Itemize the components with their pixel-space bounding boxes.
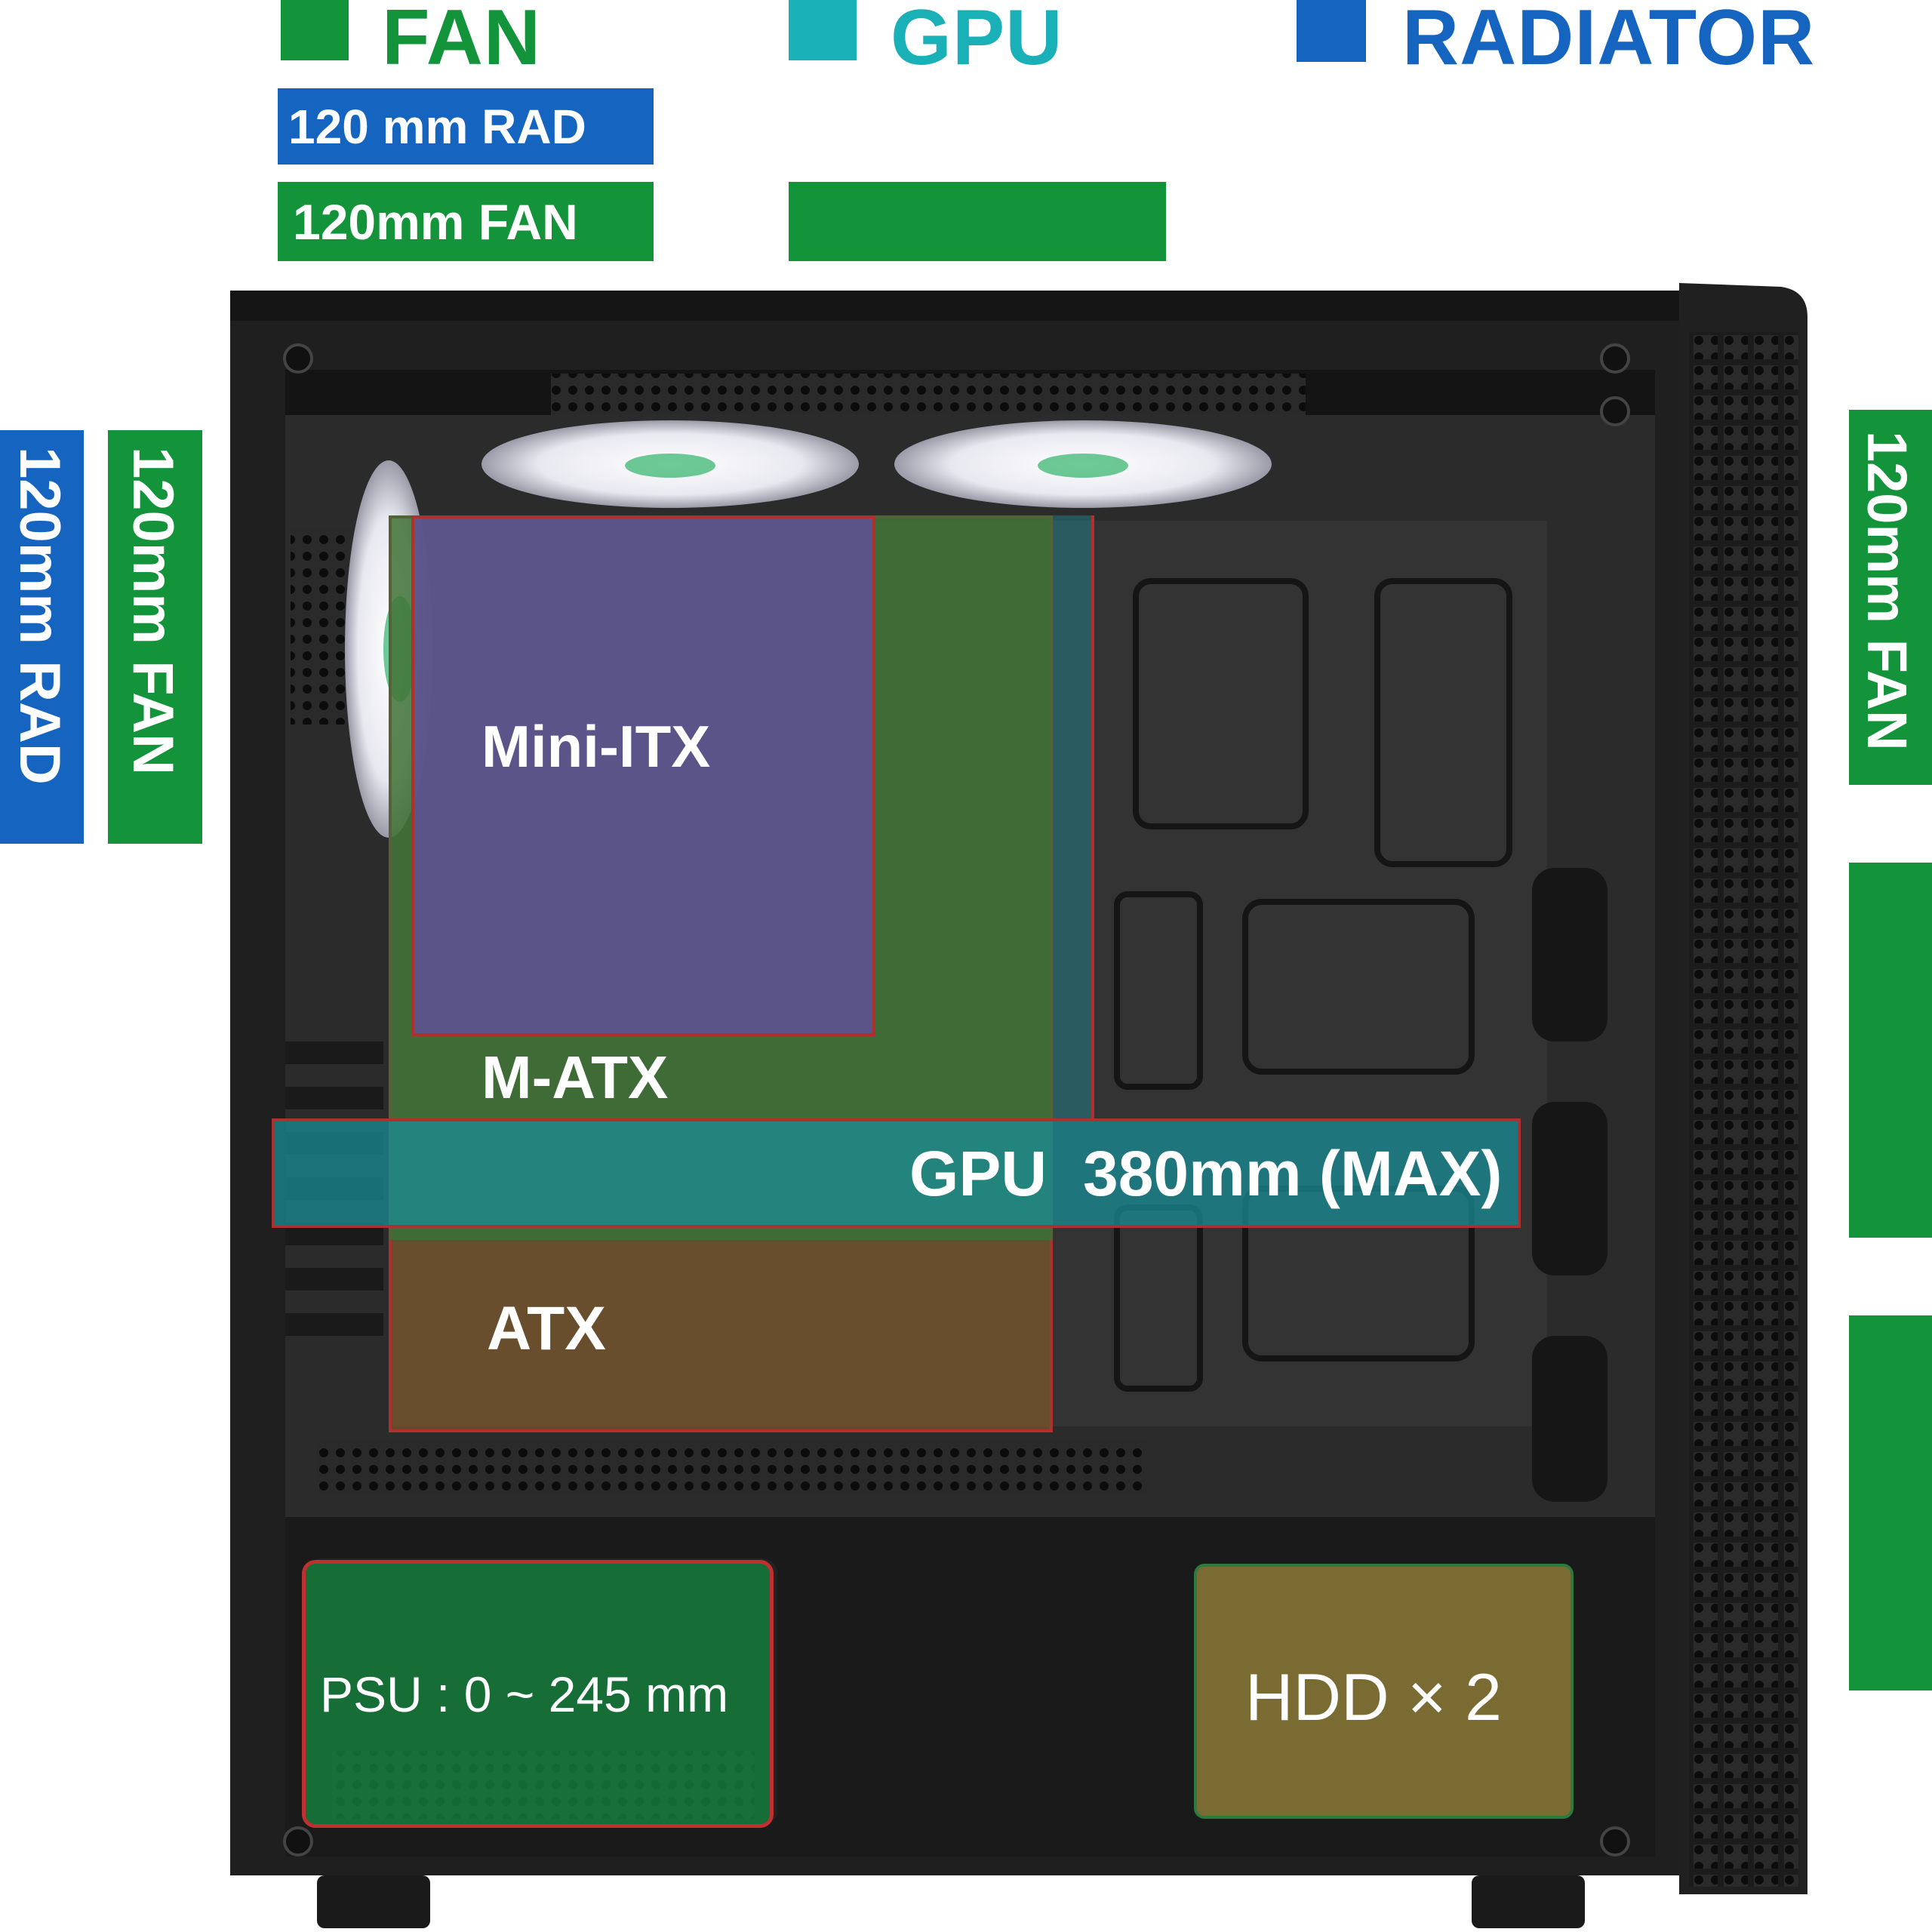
hdd-zone [1194,1564,1574,1819]
atx-label: ATX [487,1294,606,1363]
legend-fan-swatch [281,0,349,60]
rear-fan-bar-2 [1849,863,1932,1238]
rear-fan-label: 120mm FAN [1849,410,1932,785]
front-rad-text: 120mm RAD [7,447,72,785]
front-fan-label: 120mm FAN [108,430,202,844]
top-fan-bar-2 [789,182,1166,261]
gpu-zone-length: 380mm (MAX) [1083,1138,1503,1209]
hdd-label: HDD × 2 [1245,1660,1502,1734]
rear-fan-bar-3 [1849,1315,1932,1690]
legend-gpu-swatch [789,0,857,60]
legend-fan-label: FAN [382,0,541,82]
mini-itx-label: Mini-ITX [481,713,711,780]
front-rad-label: 120mm RAD [0,430,84,844]
psu-label: PSU : 0 ~ 245 mm [320,1666,729,1722]
top-rad-text: 120 mm RAD [288,99,586,154]
legend-gpu-label: GPU [891,0,1063,82]
gpu-slot-vertical [1053,515,1094,1119]
legend-radiator-swatch [1297,0,1366,62]
legend-radiator-label: RADIATOR [1402,0,1816,82]
rear-fan-text: 120mm FAN [1856,431,1918,751]
psu-zone [302,1560,774,1828]
front-fan-text: 120mm FAN [120,447,185,776]
gpu-zone-label: GPU [909,1138,1048,1209]
top-fan-text: 120mm FAN [293,193,578,250]
top-fan-label: 120mm FAN [278,182,654,261]
m-atx-label: M-ATX [481,1044,669,1111]
gpu-zone [272,1118,1521,1228]
mini-itx-zone [411,515,875,1036]
top-rad-label: 120 mm RAD [278,88,654,165]
